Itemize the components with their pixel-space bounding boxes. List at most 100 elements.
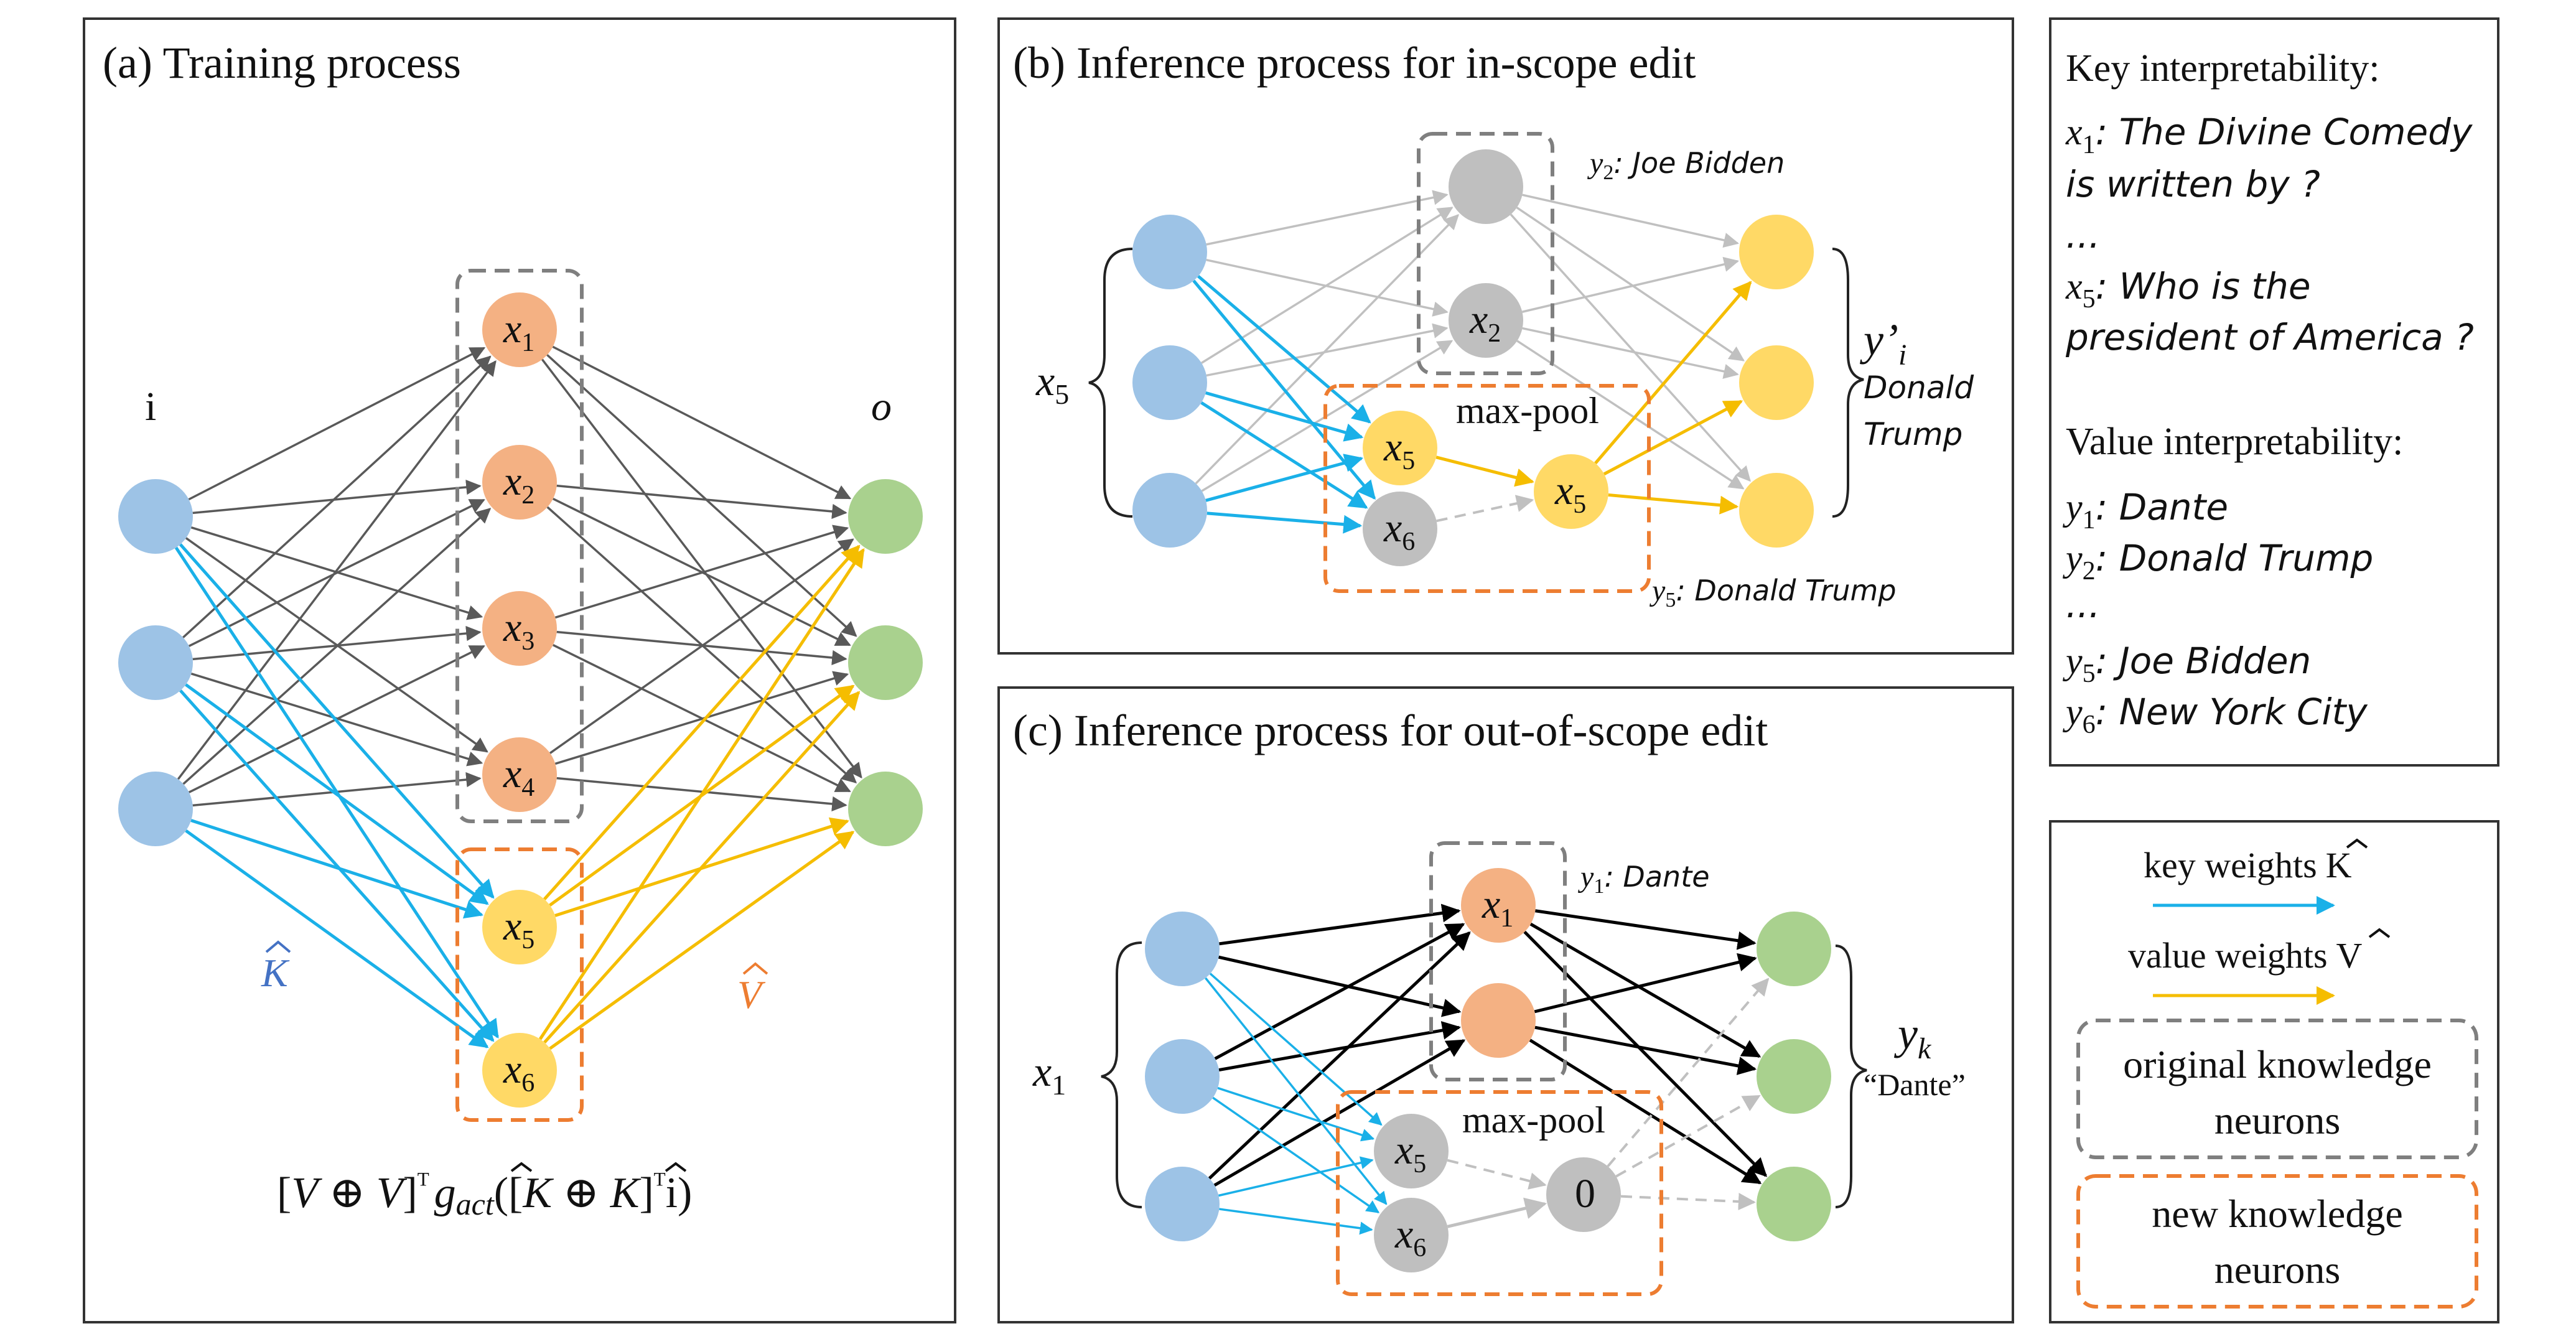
input-neuron-2 <box>118 625 193 700</box>
formula-k-hat: K <box>610 1169 642 1217</box>
out-of-scope-original-neuron-1-label: x1 <box>1482 882 1513 933</box>
formula-v: V <box>291 1169 322 1217</box>
legend-frame <box>2049 820 2499 1323</box>
formula-open-bracket: [ <box>277 1169 291 1217</box>
out-of-scope-y1-var: y <box>1577 861 1594 894</box>
value-item-y6: y6: New York City <box>2062 691 2368 739</box>
in-scope-pool-neuron-var: x <box>1554 468 1573 513</box>
in-scope-key-in3-new2 <box>1206 511 1363 534</box>
formula-transpose-2: ᵀ <box>654 1167 666 1202</box>
value-item-y1-sub: 1 <box>2083 506 2096 534</box>
value-item-y2-var: y <box>2062 538 2083 579</box>
legend-key-weights-text: key weights <box>2144 845 2317 885</box>
out-of-scope-edge-in2-top2 <box>1218 1021 1461 1071</box>
out-of-scope-new-box <box>1336 1090 1663 1296</box>
v-hat-accent <box>742 962 768 975</box>
panel-out-of-scope-connections <box>1205 903 1770 1235</box>
panel-out-of-scope-frame <box>997 686 2014 1323</box>
in-scope-new-neuron-2-sub: 6 <box>1402 528 1415 556</box>
panel-in-scope-title: (b) Inference process for in-scope edit <box>1013 38 1696 88</box>
panel-in-scope-frame <box>997 17 2014 655</box>
in-scope-new-neuron-2-var: x <box>1383 505 1402 551</box>
out-of-scope-y1-text: : Dante <box>1604 860 1709 894</box>
out-of-scope-output-sub: k <box>1918 1032 1932 1065</box>
out-of-scope-input-neuron-3-circle <box>1145 1167 1220 1241</box>
in-scope-edge-in3-top1 <box>1195 214 1459 485</box>
hidden-neuron-3-sub: 3 <box>521 627 534 656</box>
in-scope-pool-from-x5 <box>1435 455 1534 487</box>
in-scope-output-text-1: Donald <box>1864 370 1974 406</box>
in-scope-value-pool-out2 <box>1603 399 1743 476</box>
in-scope-original-neuron-1 <box>1449 149 1523 224</box>
input-neuron-3-circle <box>118 772 193 846</box>
edge-in1-x1 <box>188 347 486 501</box>
hidden-neuron-5-circle <box>482 890 557 964</box>
legend-value-hat <box>2368 928 2391 938</box>
edge-x1-out3 <box>541 358 862 779</box>
out-of-scope-output-neuron-2-circle <box>1757 1039 1831 1114</box>
in-scope-new-neuron-1-var: x <box>1383 424 1402 470</box>
formula-v-hat-accent <box>510 1162 533 1172</box>
edge-in3-x1 <box>177 360 497 780</box>
output-neuron-3-circle <box>848 772 923 846</box>
in-scope-new-neuron-2-label: x6 <box>1383 505 1415 556</box>
output-neuron-2 <box>848 625 923 700</box>
out-of-scope-output-y: y <box>1893 1009 1918 1058</box>
hidden-neuron-2: x2 <box>482 445 557 520</box>
formula-close-bracket-2: ] <box>639 1169 653 1217</box>
out-of-scope-pool-from-x6 <box>1447 1197 1547 1228</box>
in-scope-input-sub: 5 <box>1055 378 1069 410</box>
out-of-scope-new-neuron-1: x5 <box>1374 1114 1449 1188</box>
out-of-scope-input-x: x <box>1032 1048 1052 1095</box>
original-neurons-box <box>455 269 584 823</box>
out-of-scope-input-var: x1 <box>1032 1048 1066 1101</box>
in-scope-y2-sub: 2 <box>1603 161 1613 184</box>
out-of-scope-key-in3-new2 <box>1219 1208 1373 1235</box>
panel-training-connections <box>174 345 865 1050</box>
hidden-neuron-1-sub: 1 <box>521 329 534 357</box>
out-of-scope-new-neuron-2-circle <box>1374 1198 1449 1272</box>
in-scope-input-neuron-1 <box>1132 215 1207 289</box>
legend-value-weights-text: value weights <box>2128 935 2328 976</box>
v-hat-label: V <box>737 962 768 1017</box>
in-scope-input-neuron-2 <box>1132 345 1207 420</box>
hidden-neuron-4: x4 <box>482 737 557 812</box>
value-item-y6-text: : New York City <box>2096 691 2368 733</box>
output-label: o <box>871 384 892 429</box>
input-neuron-3 <box>118 772 193 846</box>
out-of-scope-output-neuron-1 <box>1757 912 1831 986</box>
legend-original-line2: neurons <box>2214 1098 2341 1142</box>
hidden-neuron-3-var: x <box>503 605 521 650</box>
formula-open-paren: ([ <box>494 1169 523 1217</box>
out-of-scope-input-neuron-3 <box>1145 1167 1220 1241</box>
out-of-scope-new-neuron-1-circle <box>1374 1114 1449 1188</box>
in-scope-output-neuron-2-circle <box>1739 345 1814 420</box>
in-scope-new-neuron-1-sub: 5 <box>1402 447 1415 475</box>
hidden-neuron-3: x3 <box>482 591 557 666</box>
in-scope-input-neuron-2-circle <box>1132 345 1207 420</box>
in-scope-output-text-2: Trump <box>1864 416 1962 452</box>
key-item-x5-var: x <box>2065 266 2083 307</box>
hidden-neuron-6-sub: 6 <box>521 1069 534 1098</box>
value-item-y2-text: : Donald Trump <box>2096 537 2374 579</box>
out-of-scope-edge-top2-out2 <box>1534 1025 1757 1075</box>
value-item-y1-var: y <box>2062 487 2083 528</box>
value-item-y1: y1: Dante <box>2062 486 2228 534</box>
in-scope-edge-top2-out1 <box>1522 256 1740 313</box>
in-scope-edge-top2-out2 <box>1522 327 1739 379</box>
in-scope-y5-label: y5: Donald Trump <box>1649 574 1897 612</box>
value-item-y5-var: y <box>2062 640 2083 681</box>
out-of-scope-y1-sub: 1 <box>1594 875 1604 898</box>
in-scope-new-neuron-2-circle <box>1363 492 1437 566</box>
in-scope-pool-label: max-pool <box>1456 390 1599 431</box>
in-scope-input-x: x <box>1035 357 1055 404</box>
key-item-x5-sub: 5 <box>2083 285 2096 314</box>
in-scope-original-neuron-1-circle <box>1449 149 1523 224</box>
hidden-neuron-1-circle <box>482 292 557 367</box>
legend-value-symbol: V <box>2336 935 2363 976</box>
out-of-scope-original-box <box>1429 841 1567 1081</box>
out-of-scope-input-sub: 1 <box>1052 1069 1066 1101</box>
hidden-neuron-5-label: x5 <box>503 903 534 954</box>
hidden-neuron-4-sub: 4 <box>521 773 534 802</box>
